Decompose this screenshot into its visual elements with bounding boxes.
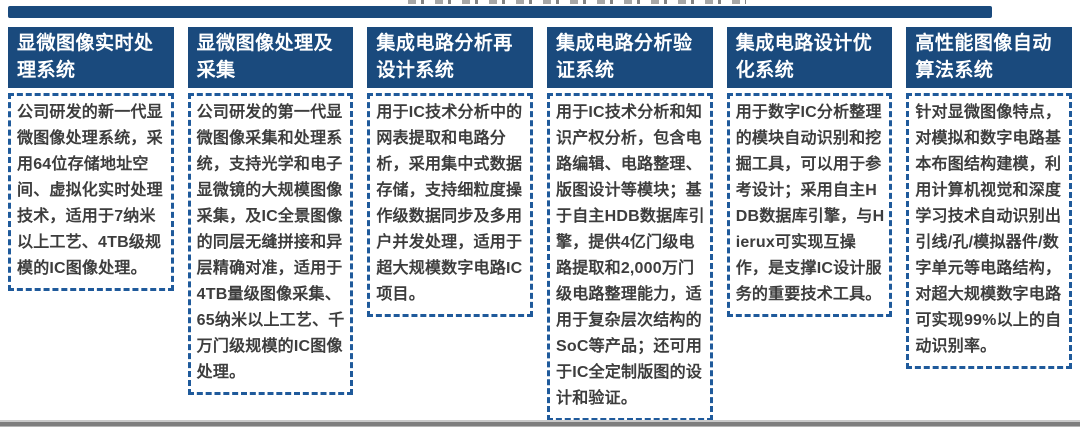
product-column-1: 显微图像实时处理系统 公司研发的新一代显微图像处理系统，采用64位存储地址空间、… xyxy=(8,27,174,291)
cut-off-title-fragment xyxy=(408,0,746,4)
product-description: 公司研发的新一代显微图像处理系统，采用64位存储地址空间、虚拟化实时处理技术，适… xyxy=(8,93,174,291)
footer-divider xyxy=(0,420,1080,427)
product-column-2: 显微图像处理及采集 公司研发的第一代显微图像采集和处理系统，支持光学和电子显微镜… xyxy=(187,27,354,395)
product-description: 用于IC技术分析和知识产权分析，包含电路编辑、电路整理、版图设计等模块；基于自主… xyxy=(547,93,713,421)
product-column-3: 集成电路分析再设计系统 用于IC技术分析中的网表提取和电路分析，采用集中式数据存… xyxy=(367,27,534,317)
product-description: 针对显微图像特点，对模拟和数字电路基本布图结构建模，利用计算机视觉和深度学习技术… xyxy=(906,93,1073,369)
title-underline-bar xyxy=(8,6,992,18)
product-title: 集成电路设计优化系统 xyxy=(726,27,893,88)
product-title: 显微图像实时处理系统 xyxy=(8,27,174,88)
product-description: 用于IC技术分析中的网表提取和电路分析，采用集中式数据存储，支持细粒度操作级数据… xyxy=(367,93,534,317)
product-title: 显微图像处理及采集 xyxy=(187,27,354,88)
product-title: 集成电路分析验证系统 xyxy=(547,27,713,88)
product-title: 高性能图像自动算法系统 xyxy=(906,27,1073,88)
product-column-6: 高性能图像自动算法系统 针对显微图像特点，对模拟和数字电路基本布图结构建模，利用… xyxy=(906,27,1073,369)
product-description: 用于数字IC分析整理的模块自动识别和挖掘工具，可以用于参考设计；采用自主HDB数… xyxy=(726,93,893,317)
product-columns: 显微图像实时处理系统 公司研发的新一代显微图像处理系统，采用64位存储地址空间、… xyxy=(8,27,1073,421)
product-description: 公司研发的第一代显微图像采集和处理系统，支持光学和电子显微镜的大规模图像采集，及… xyxy=(187,93,354,395)
product-title: 集成电路分析再设计系统 xyxy=(367,27,534,88)
product-column-5: 集成电路设计优化系统 用于数字IC分析整理的模块自动识别和挖掘工具，可以用于参考… xyxy=(726,27,893,317)
product-column-4: 集成电路分析验证系统 用于IC技术分析和知识产权分析，包含电路编辑、电路整理、版… xyxy=(547,27,713,421)
